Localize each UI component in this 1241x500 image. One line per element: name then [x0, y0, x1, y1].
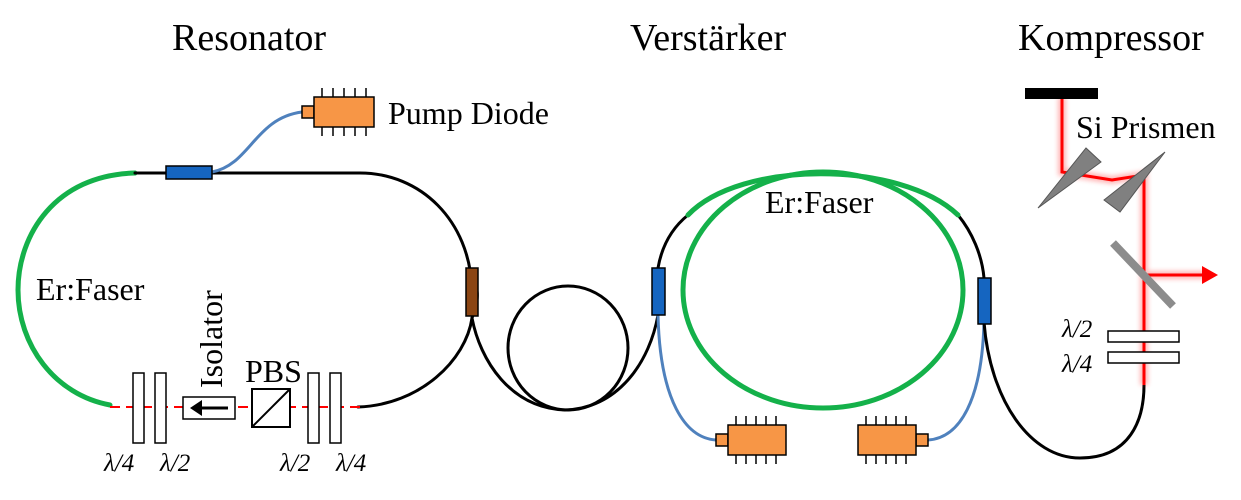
amplifier-er-fiber-label: Er:Faser — [765, 184, 874, 220]
end-mirror — [1025, 88, 1098, 99]
resonator-section — [15, 88, 567, 444]
compressor-waveplate-quarter — [1107, 351, 1180, 364]
waveplate-label-half-left: λ/2 — [159, 450, 190, 477]
amplifier-coupler-right — [977, 277, 992, 325]
amplifier-er-fiber-ring — [680, 169, 966, 411]
output-coupler — [465, 267, 479, 317]
amplifier-section — [506, 169, 1146, 464]
resonator-er-fiber-label: Er:Faser — [36, 271, 145, 307]
compressor-section — [1025, 88, 1218, 385]
resonator-er-fiber — [15, 170, 138, 408]
si-prisms-label-text: Si Prismen — [1076, 109, 1216, 145]
fiber-loop — [506, 284, 630, 412]
resonator-bottom-fiber — [356, 316, 474, 409]
amplifier-pump-fiber-left — [656, 313, 718, 442]
section-title-resonator: Resonator — [172, 17, 326, 59]
waveplate-label-quarter-left: λ/4 — [103, 450, 134, 477]
isolator-label: Isolator — [193, 290, 229, 388]
section-title-amplifier: Verstärker — [630, 17, 786, 59]
si-prism-left — [1037, 147, 1102, 209]
amplifier-pump-diode-left — [715, 416, 787, 464]
compressor-waveplate-half — [1107, 330, 1180, 343]
pump-diode-label: Pump Diode — [388, 95, 549, 131]
wdm-coupler — [165, 165, 213, 180]
compressor-beam — [1060, 97, 1202, 385]
si-prism-right — [1103, 151, 1166, 213]
pbs-label: PBS — [245, 353, 302, 389]
pickoff-mirror — [1110, 240, 1176, 309]
output-beam-arrow-icon — [1202, 266, 1218, 284]
pump-fiber — [210, 110, 304, 174]
amplifier-coupler-left — [651, 267, 666, 316]
section-title-compressor: Kompressor — [1018, 17, 1204, 59]
waveplate-half-right — [307, 372, 320, 444]
resonator-top-fiber — [133, 171, 474, 292]
compressor-waveplate-label-quarter: λ/4 — [1061, 351, 1092, 378]
amplifier-left-fiber — [656, 213, 690, 270]
isolator-arrow-icon — [190, 400, 228, 416]
waveplate-half-left — [154, 372, 167, 444]
waveplate-quarter-left — [132, 372, 145, 444]
waveplate-label-half-right: λ/2 — [279, 450, 310, 477]
pump-diode — [301, 88, 375, 136]
amplifier-pump-diode-right — [857, 416, 929, 464]
compressor-waveplate-label-half: λ/2 — [1061, 316, 1092, 343]
crossing-fiber — [470, 316, 567, 412]
amplifier-output-fiber — [982, 320, 1146, 460]
waveplate-label-quarter-right: λ/4 — [335, 450, 366, 477]
pbs-cube — [251, 388, 291, 428]
amplifier-right-fiber — [956, 213, 986, 280]
waveplate-quarter-right — [329, 372, 342, 444]
amplifier-pump-fiber-right — [926, 320, 986, 442]
loop-exit-fiber — [563, 313, 660, 412]
